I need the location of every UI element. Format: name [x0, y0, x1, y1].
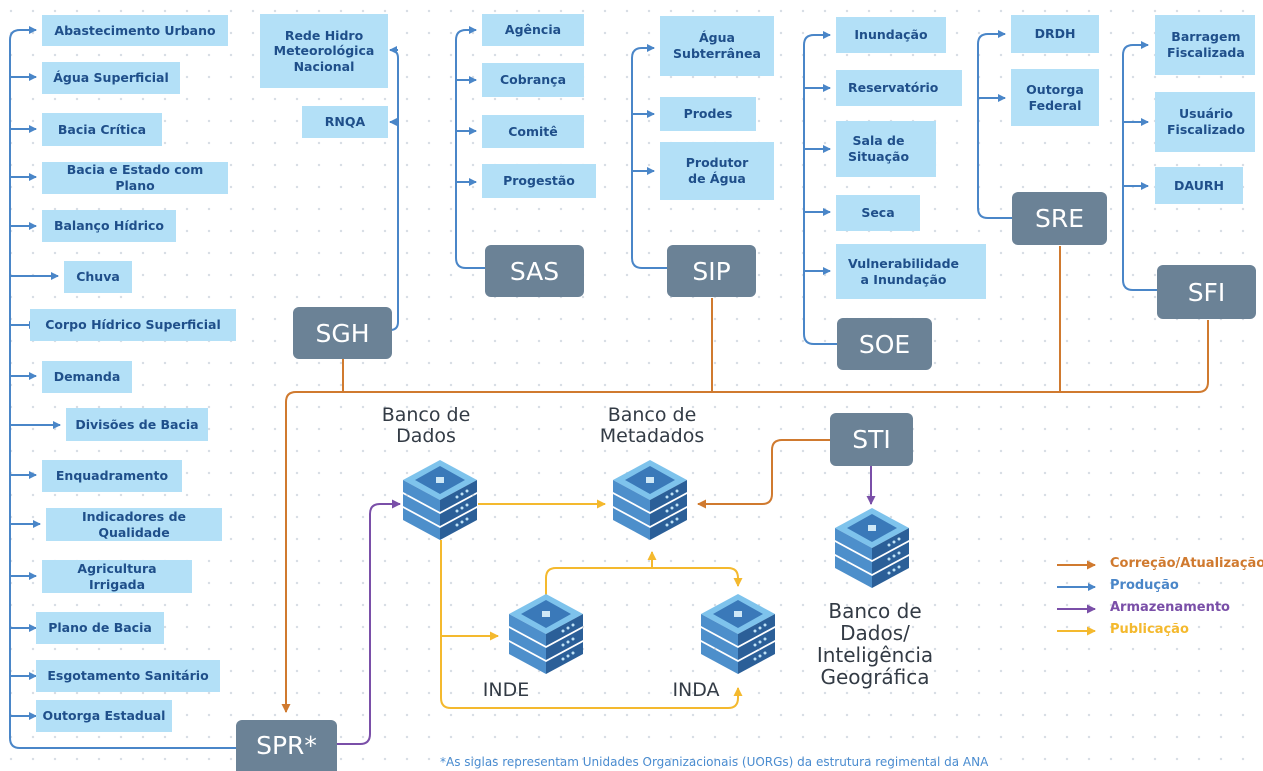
- server-icon-inde: [509, 594, 583, 674]
- unit-sip: SIP: [667, 245, 756, 297]
- footnote: *As siglas representam Unidades Organiza…: [440, 755, 989, 769]
- server-icon-banco-metadados: [613, 460, 687, 540]
- item-rnqa: RNQA: [302, 106, 388, 138]
- item-divisoes-bacia: Divisões de Bacia: [66, 408, 208, 441]
- unit-sre: SRE: [1012, 192, 1107, 245]
- item-outorga-federal: Outorga Federal: [1011, 69, 1099, 126]
- item-abastecimento-urbano: Abastecimento Urbano: [42, 15, 228, 46]
- unit-spr: SPR*: [236, 720, 337, 771]
- item-sala-situacao: Sala de Situação: [836, 121, 936, 177]
- legend-producao: Produção: [1110, 578, 1179, 593]
- item-cobranca: Cobrança: [482, 63, 584, 97]
- item-daurh: DAURH: [1155, 167, 1243, 204]
- item-agua-superficial: Água Superficial: [42, 62, 180, 94]
- label-inde: INDE: [482, 679, 530, 701]
- item-barragem-fiscalizada: Barragem Fiscalizada: [1155, 15, 1255, 75]
- item-esgotamento-sanitario: Esgotamento Sanitário: [36, 660, 220, 692]
- item-inundacao: Inundação: [836, 17, 946, 53]
- item-outorga-estadual: Outorga Estadual: [36, 700, 172, 732]
- legend-correcao: Correção/Atualização: [1110, 556, 1263, 571]
- unit-sgh: SGH: [293, 307, 392, 359]
- item-reservatorio: Reservatório: [836, 70, 962, 106]
- item-agricultura-irrigada: Agricultura Irrigada: [42, 560, 192, 593]
- item-bacia-estado-plano: Bacia e Estado com Plano: [42, 162, 228, 194]
- item-vulnerabilidade: Vulnerabilidade a Inundação: [836, 244, 986, 299]
- server-icon-banco-dados: [403, 460, 477, 540]
- unit-sfi: SFI: [1157, 265, 1256, 319]
- item-usuario-fiscalizado: Usuário Fiscalizado: [1155, 92, 1255, 152]
- item-agua-subterranea: Água Subterrânea: [660, 16, 774, 76]
- item-prodes: Prodes: [660, 97, 756, 131]
- label-inda: INDA: [672, 679, 720, 701]
- item-demanda: Demanda: [42, 361, 132, 393]
- item-chuva: Chuva: [64, 261, 132, 293]
- item-produtor-agua: Produtor de Água: [660, 142, 774, 200]
- item-seca: Seca: [836, 195, 920, 231]
- item-comite: Comitê: [482, 115, 584, 148]
- item-agencia: Agência: [482, 14, 584, 46]
- item-corpo-hidrico: Corpo Hídrico Superficial: [30, 309, 236, 341]
- item-drdh: DRDH: [1011, 15, 1099, 53]
- item-plano-bacia: Plano de Bacia: [36, 612, 164, 644]
- unit-sti: STI: [830, 413, 913, 466]
- item-progestao: Progestão: [482, 164, 596, 198]
- unit-sas: SAS: [485, 245, 584, 297]
- label-banco-ig: Banco de Dados/ Inteligência Geográfica: [816, 599, 934, 689]
- server-icon-banco-ig: [835, 508, 909, 588]
- server-icon-inda: [701, 594, 775, 674]
- item-balanco-hidrico: Balanço Hídrico: [42, 210, 176, 242]
- unit-soe: SOE: [837, 318, 932, 370]
- item-bacia-critica: Bacia Crítica: [42, 113, 162, 146]
- legend-armazenamento: Armazenamento: [1110, 600, 1230, 615]
- legend-arrows: [1057, 560, 1096, 636]
- item-indicadores-qualidade: Indicadores de Qualidade: [46, 508, 222, 541]
- label-banco-metadados: Banco de Metadados: [599, 404, 705, 447]
- legend-publicacao: Publicação: [1110, 622, 1189, 637]
- item-enquadramento: Enquadramento: [42, 460, 182, 492]
- item-rede-hidro: Rede Hidro Meteorológica Nacional: [260, 14, 388, 88]
- label-banco-dados: Banco de Dados: [381, 404, 471, 447]
